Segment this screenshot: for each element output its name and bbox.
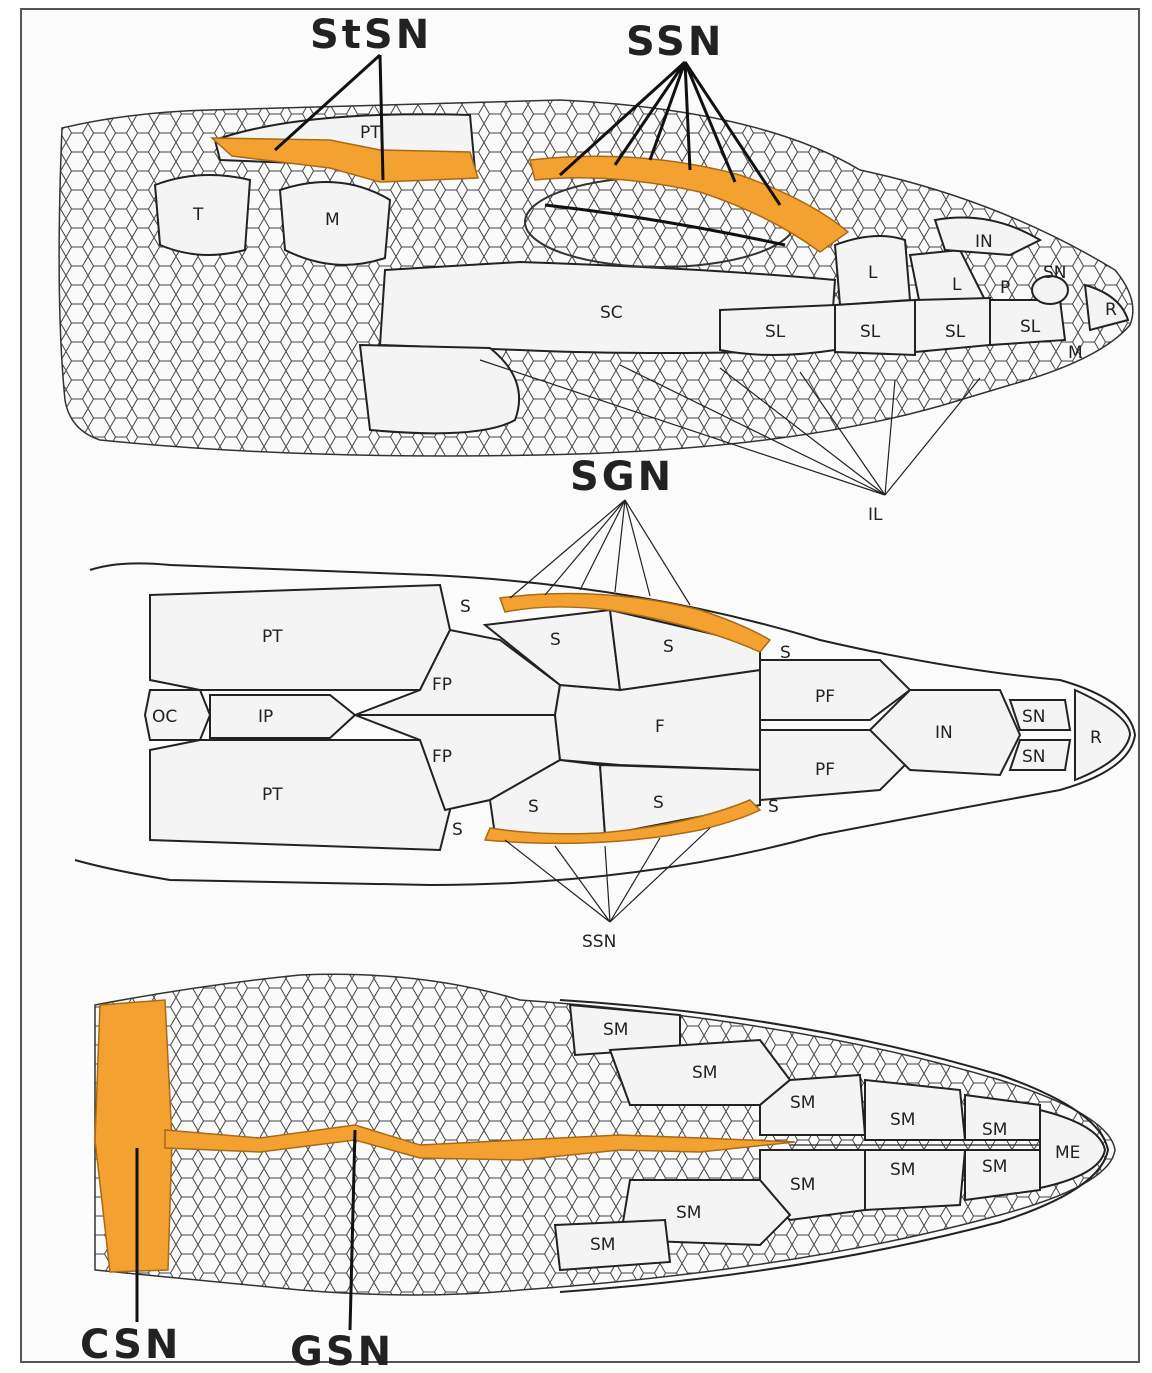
rostral <box>1075 690 1130 780</box>
csn-scale-row <box>95 1000 172 1272</box>
callout-ssn-top-label: SSN <box>626 19 724 65</box>
label-r: R <box>1090 728 1102 748</box>
label-sn1: SN <box>1022 707 1046 727</box>
label-in: IN <box>975 232 993 252</box>
label-m2: M <box>1068 343 1083 363</box>
label-pt2: PT <box>262 785 283 805</box>
label-me: ME <box>1055 1143 1080 1163</box>
label-s4: S <box>780 643 791 663</box>
parietal-right <box>150 740 450 850</box>
label-ip: IP <box>258 707 273 727</box>
label-s1: S <box>460 597 471 617</box>
label-sn: SN <box>1043 263 1067 283</box>
label-pf1: PF <box>815 687 835 707</box>
label-t: T <box>192 205 204 225</box>
label-m: M <box>325 210 340 230</box>
label-sl1: SL <box>765 322 786 342</box>
label-sl4: SL <box>1020 317 1041 337</box>
label-in: IN <box>935 723 953 743</box>
label-sm5: SM <box>982 1120 1007 1140</box>
label-sl3: SL <box>945 322 966 342</box>
label-pt: PT <box>360 123 381 143</box>
label-sl2: SL <box>860 322 881 342</box>
interparietal <box>210 695 355 738</box>
callout-ssn-bottom: SSN <box>505 828 710 952</box>
label-p: P <box>1000 278 1010 298</box>
label-sm10: SM <box>590 1235 615 1255</box>
label-pf2: PF <box>815 760 835 780</box>
callout-il-label: IL <box>868 505 883 525</box>
callout-csn-label: CSN <box>80 1322 181 1368</box>
label-sm4: SM <box>890 1110 915 1130</box>
callout-stsn-label: StSN <box>310 12 432 58</box>
jaw-scale <box>360 345 519 433</box>
label-s8: S <box>768 797 779 817</box>
label-oc: OC <box>152 707 177 727</box>
label-s2: S <box>550 630 561 650</box>
label-s3: S <box>663 637 674 657</box>
label-sm1: SM <box>603 1020 628 1040</box>
label-sc: SC <box>600 303 623 323</box>
label-fp1: FP <box>432 675 452 695</box>
callout-sgn-label: SGN <box>570 454 674 500</box>
label-l2: L <box>952 275 962 295</box>
label-pt1: PT <box>262 627 283 647</box>
label-sm6: SM <box>790 1175 815 1195</box>
label-sm7: SM <box>890 1160 915 1180</box>
parietal-left <box>150 585 450 690</box>
label-sm2: SM <box>692 1063 717 1083</box>
submaxillary-7 <box>865 1150 965 1210</box>
label-sm8: SM <box>982 1157 1007 1177</box>
label-f: F <box>655 717 665 737</box>
dorsal-view <box>75 563 1135 885</box>
label-sm3: SM <box>790 1093 815 1113</box>
label-s7: S <box>653 793 664 813</box>
label-sm9: SM <box>676 1203 701 1223</box>
label-r: R <box>1105 300 1117 320</box>
label-sn2: SN <box>1022 747 1046 767</box>
label-s6: S <box>528 797 539 817</box>
label-l1: L <box>868 263 878 283</box>
callout-ssn-bottom-label: SSN <box>582 932 616 952</box>
label-s5: S <box>452 820 463 840</box>
lateral-view <box>59 100 1133 456</box>
label-fp2: FP <box>432 747 452 767</box>
callout-gsn-label: GSN <box>290 1329 394 1373</box>
